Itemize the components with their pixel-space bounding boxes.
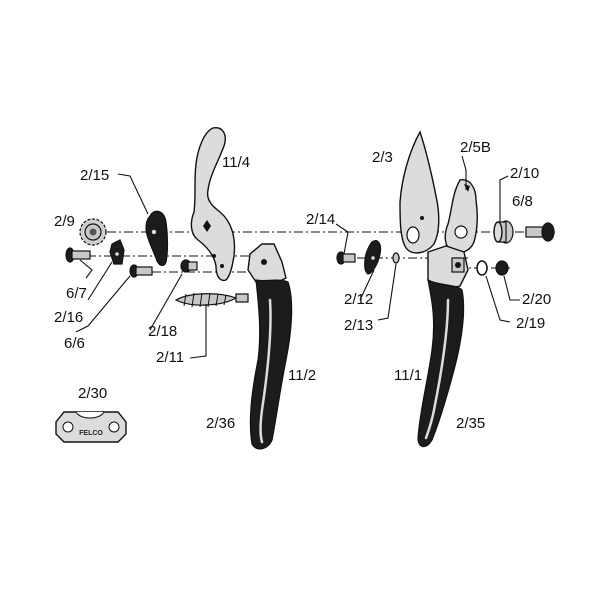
- label-2-18: 2/18: [148, 323, 177, 340]
- part-2-10-nut: [493, 220, 514, 244]
- label-2-15: 2/15: [80, 167, 109, 184]
- label-2-10: 2/10: [510, 165, 539, 182]
- label-2-13: 2/13: [344, 317, 373, 334]
- label-11-2: 11/2: [288, 367, 316, 384]
- label-6-6: 6/6: [64, 335, 85, 352]
- part-2-19-ring: [476, 260, 488, 276]
- label-6-7: 6/7: [66, 285, 87, 302]
- part-2-30-plate: FELCO: [55, 411, 127, 443]
- part-2-9-gear-nut: [79, 218, 107, 246]
- plate-brand-text: FELCO: [79, 430, 103, 437]
- label-2-36: 2/36: [206, 415, 235, 432]
- part-11-1-upper-handle: [417, 245, 469, 448]
- label-11-4: 11/4: [222, 154, 250, 171]
- part-6-8-bolt: [525, 222, 555, 242]
- part-2-15-cam: [145, 210, 169, 267]
- part-2-11-spring: [174, 292, 249, 308]
- leader-lines: [75, 155, 520, 359]
- part-2-12-cam: [364, 240, 382, 275]
- label-2-11: 2/11: [156, 349, 184, 366]
- part-11-4-upper-anvil: [190, 127, 236, 282]
- part-2-14-screw: [336, 251, 356, 265]
- part-6-7-screw: [65, 247, 91, 263]
- label-2-5b: 2/5B: [460, 139, 491, 156]
- part-labels: 2/15 11/4 2/9 6/7 2/16 6/6 2/18 2/11 11/…: [54, 139, 551, 432]
- label-2-30: 2/30: [78, 385, 107, 402]
- label-6-8: 6/8: [512, 193, 533, 210]
- part-11-2-lower-handle: [247, 243, 293, 450]
- part-2-5b-counter-blade: [444, 179, 479, 254]
- label-2-12: 2/12: [344, 291, 373, 308]
- part-2-3-blade: [399, 130, 440, 254]
- part-2-13-washer: [392, 252, 400, 264]
- label-2-9: 2/9: [54, 213, 75, 230]
- label-2-16: 2/16: [54, 309, 83, 326]
- part-2-20-cap: [495, 260, 509, 276]
- part-6-6-screw: [129, 264, 153, 278]
- label-11-1: 11/1: [394, 367, 422, 384]
- label-2-20: 2/20: [522, 291, 551, 308]
- label-2-14: 2/14: [306, 211, 335, 228]
- label-2-35: 2/35: [456, 415, 485, 432]
- part-2-18-bolt: [180, 259, 198, 273]
- label-2-3: 2/3: [372, 149, 393, 166]
- part-2-16-latch: [109, 239, 125, 265]
- label-2-19: 2/19: [516, 315, 545, 332]
